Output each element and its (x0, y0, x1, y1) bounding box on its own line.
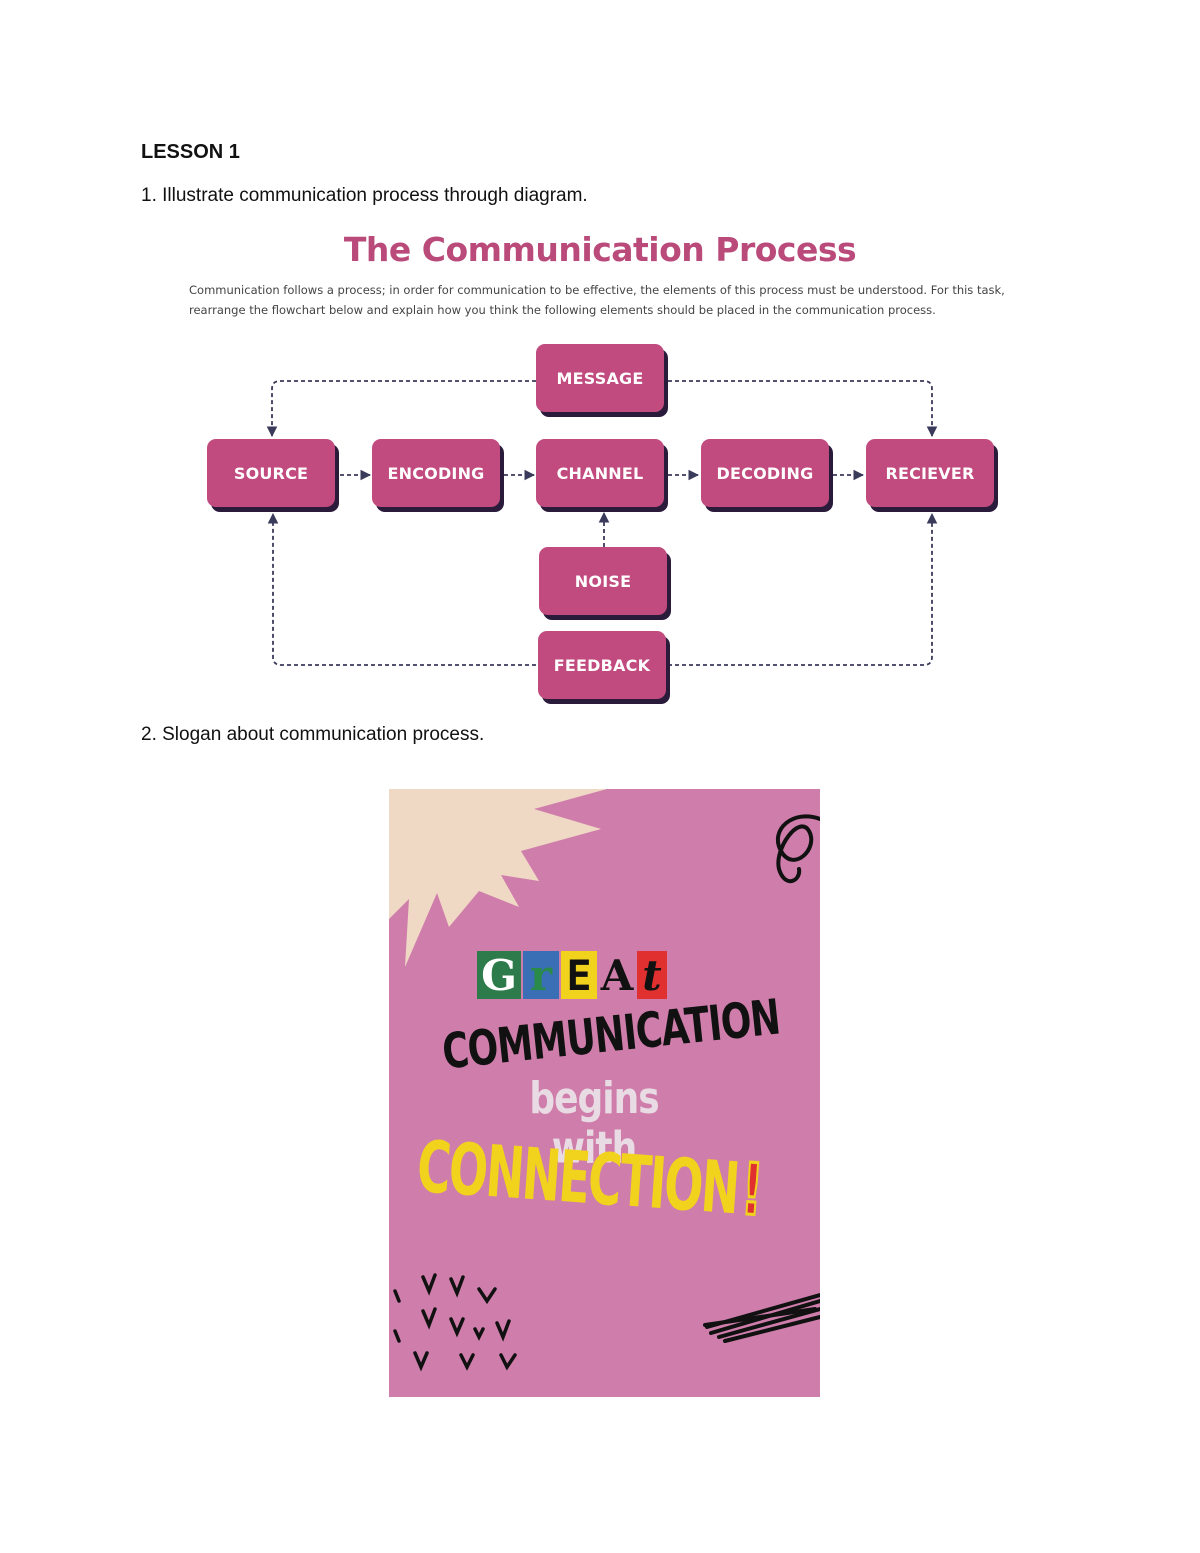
slogan-begins-with: begins with (529, 1074, 659, 1174)
connector-message-receiver (668, 380, 938, 438)
node-noise: NOISE (539, 547, 667, 615)
flow-connectors (266, 380, 938, 666)
diagram-description: Communication follows a process; in orde… (189, 283, 1005, 317)
slogan-poster: G r E A t COMMUNICATION begins with CONN… (389, 789, 820, 1397)
node-encoding: ENCODING (372, 439, 500, 507)
node-channel: CHANNEL (536, 439, 664, 507)
connector-feedback-receiver (668, 512, 938, 666)
diagram-title: The Communication Process (343, 230, 857, 269)
cutout-letter: A (599, 950, 635, 1000)
cutout-letter: r (523, 951, 559, 1000)
starburst-shape (389, 789, 607, 967)
great-cutout-letters: G r E A t (477, 950, 667, 1000)
lesson-title: LESSON 1 (141, 141, 240, 163)
cutout-letter: E (561, 951, 597, 1000)
cutout-letter: t (637, 951, 667, 1000)
connector-message-source (266, 380, 536, 438)
question-2: 2. Slogan about communication process. (141, 724, 485, 745)
connector-feedback-source (267, 512, 536, 666)
cutout-letter: G (477, 951, 521, 1000)
poster-decorations (389, 789, 820, 1372)
check-marks (393, 1273, 517, 1372)
node-feedback: FEEDBACK (538, 631, 666, 699)
scribble-bottom-right (703, 1293, 820, 1343)
node-message: MESSAGE (536, 344, 664, 412)
node-source: SOURCE (207, 439, 335, 507)
node-decoding: DECODING (701, 439, 829, 507)
scribble-top-right (775, 814, 820, 883)
node-receiver: RECIEVER (866, 439, 994, 507)
question-1: 1. Illustrate communication process thro… (141, 185, 588, 206)
